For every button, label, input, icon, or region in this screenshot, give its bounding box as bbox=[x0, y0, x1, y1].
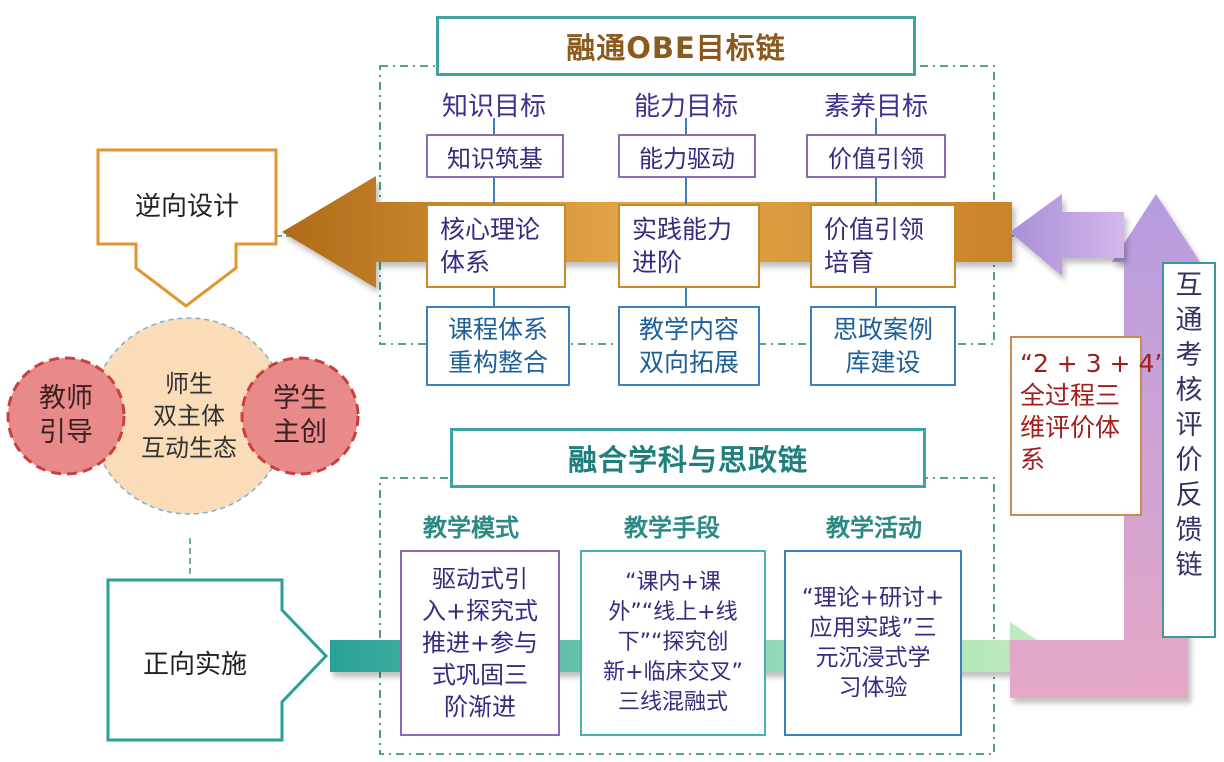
evaluation-formula: “2 + 3 + 4” bbox=[1020, 349, 1168, 378]
student-circle bbox=[240, 356, 360, 476]
obe-bottom-ability: 教学内容 双向拓展 bbox=[618, 306, 760, 386]
evaluation-text: 全过程三 维评价体 系 bbox=[1020, 381, 1121, 474]
feedback-chain-label: 互 通 考 核 评 价 反 馈 链 bbox=[1162, 262, 1216, 638]
obe-middle-ability: 实践能力 进阶 bbox=[618, 204, 760, 288]
integration-header-means: 教学手段 bbox=[624, 514, 720, 542]
obe-top-literacy: 价值引领 bbox=[806, 134, 946, 178]
obe-top-ability: 能力驱动 bbox=[618, 134, 756, 178]
forward-implementation-arrow bbox=[106, 578, 329, 742]
integration-body-mode: 驱动式引 入+探究式 推进+参与 式巩固三 阶渐进 bbox=[400, 550, 560, 736]
evaluation-box: “2 + 3 + 4” 全过程三 维评价体 系 bbox=[1010, 336, 1168, 516]
forward-implementation-label: 正向实施 bbox=[142, 650, 247, 680]
teacher-circle bbox=[6, 356, 126, 476]
reverse-design-arrow bbox=[96, 148, 278, 308]
integration-chain-title: 融合学科与思政链 bbox=[450, 428, 926, 488]
obe-chain-title: 融通OBE目标链 bbox=[436, 16, 916, 76]
integration-body-means: “课内+课 外”“线上+线 下”“探究创 新+临床交叉” 三线混融式 bbox=[580, 550, 766, 736]
reverse-design-label: 逆向设计 bbox=[134, 192, 239, 222]
obe-header-ability: 能力目标 bbox=[633, 92, 738, 122]
feedback-up-arrow bbox=[1010, 194, 1200, 698]
integration-body-activity: “理论+研讨+ 应用实践”三 元沉浸式学 习体验 bbox=[784, 550, 962, 736]
obe-header-literacy: 素养目标 bbox=[823, 92, 928, 122]
teacher-circle-label: 教师 引导 bbox=[39, 383, 93, 448]
integration-header-activity: 教学活动 bbox=[826, 514, 922, 542]
obe-middle-knowledge: 核心理论 体系 bbox=[426, 204, 566, 288]
center-circle-label: 师生 双主体 互动生态 bbox=[141, 370, 237, 462]
obe-top-knowledge: 知识筑基 bbox=[426, 134, 564, 178]
obe-bottom-knowledge: 课程体系 重构整合 bbox=[426, 306, 570, 386]
obe-header-knowledge: 知识目标 bbox=[441, 92, 546, 122]
obe-middle-literacy: 价值引领 培育 bbox=[810, 204, 956, 288]
integration-header-mode: 教学模式 bbox=[423, 514, 519, 542]
student-circle-label: 学生 主创 bbox=[273, 383, 327, 448]
feedback-left-arrow bbox=[1010, 194, 1124, 276]
obe-bottom-literacy: 思政案例 库建设 bbox=[810, 306, 956, 386]
